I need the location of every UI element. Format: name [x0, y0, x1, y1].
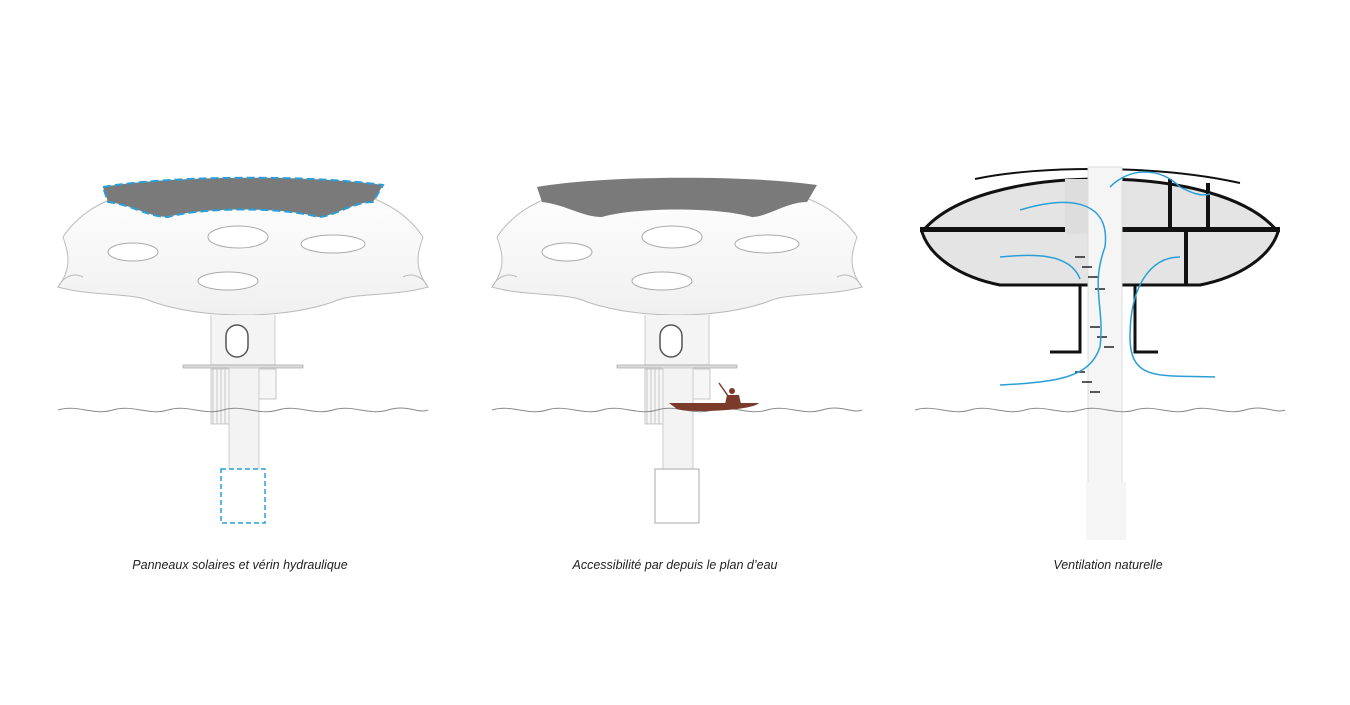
solar-panel	[103, 177, 383, 217]
central-column	[1087, 166, 1123, 513]
panel-natural-ventilation	[914, 166, 1286, 540]
caption-solar-hydraulic: Panneaux solaires et vérin hydraulique	[132, 558, 348, 572]
foundation-block	[654, 468, 700, 524]
solar-panel-outline	[101, 176, 385, 219]
hydraulic-jack	[220, 468, 266, 524]
caption-water-access: Accessibilité par depuis le plan d’eau	[572, 558, 778, 572]
panel-water-access	[491, 177, 863, 524]
caption-natural-ventilation: Ventilation naturelle	[1053, 558, 1163, 572]
panel-solar-hydraulic	[57, 176, 429, 524]
roof-panel	[537, 177, 817, 217]
airflow-arrows	[999, 171, 1216, 386]
canoe-icon	[669, 382, 759, 411]
